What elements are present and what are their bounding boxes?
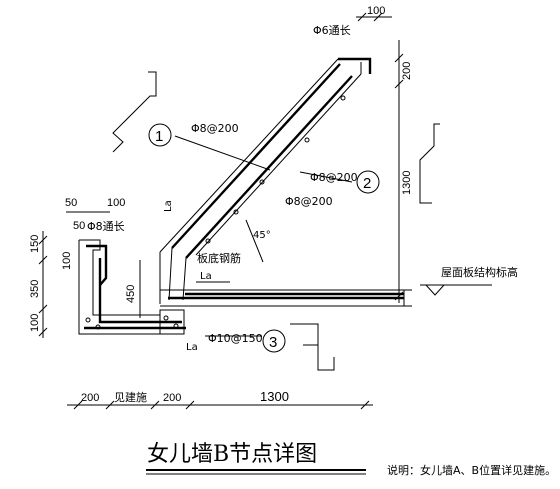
dim-top-height: 200 [401,62,413,80]
dim-tick [394,291,404,301]
dim-left-top-c: 50 [73,220,85,232]
section-mark-circle-3 [262,329,286,353]
dim-bottom-200-b: 200 [163,392,181,404]
roof-level-triangle [425,284,445,296]
label-angle: 45° [253,230,271,241]
dim-tick [150,400,160,410]
dist-bar-dot [259,179,265,185]
dim-top-width: 100 [367,5,385,17]
label-slab-dist-bar: Φ8@200 [310,171,358,184]
label-la-3: La [186,342,198,353]
curb-rebar-u [98,258,182,324]
label-top-long-bar: Φ6通长 [313,24,351,37]
drawing-note: 说明：女儿墙A、B位置详见建施。 [387,463,556,477]
curb-bar-dot [173,323,179,329]
dim-tick [357,12,367,22]
label-la-1: La [163,200,174,212]
dim-left-top-b: 100 [107,197,125,209]
parapet-top-cap [338,57,372,74]
dist-bar-dot [233,209,239,215]
dim-left-top-a: 50 [65,197,77,209]
dim-left-350: 350 [29,280,41,298]
dim-tick [373,12,383,22]
dim-tick [105,400,115,410]
dim-tick [38,235,48,245]
dim-curb-450: 450 [125,285,137,303]
drawing-title: 女儿墙B节点详图 [147,442,317,467]
curb-outline [78,239,161,335]
section-mark-3: 3 [269,334,277,351]
dim-tick [38,255,48,265]
dist-bar-dot [304,137,310,143]
section-sketch-1 [112,71,157,153]
sloped-wall-outer [159,58,339,253]
label-roof-level: 屋面板结构标高 [441,265,518,279]
sloped-rebar-lower [185,75,353,259]
section-sketch-3 [290,323,335,371]
dim-left-150: 150 [29,235,41,253]
label-inner-dist-bar: Φ8@200 [285,195,333,208]
dist-bar-dot [340,95,346,101]
dim-bottom-200-a: 200 [81,392,99,404]
label-slab-main-bar: Φ8@200 [191,122,239,135]
section-mark-circle-1 [148,123,172,147]
dim-tick [360,400,370,410]
section-mark-2: 2 [363,175,371,192]
leader-2 [299,171,353,183]
dim-left-100-bottom: 100 [29,314,41,332]
label-la-2: La [200,271,212,282]
dim-tick [38,327,48,337]
dim-tick [185,400,195,410]
label-curb-long-bar: Φ8通长 [87,220,125,233]
dim-tick [73,400,83,410]
rebar-ext-1 [182,257,187,301]
dim-tick [394,53,404,63]
label-bottom-bar: Φ10@150 [208,332,263,345]
rebar-ext-2 [168,247,173,301]
dim-left-100-inner: 100 [61,252,73,270]
curb-rebar-hook [86,244,108,286]
dim-bottom-ref: 见建施 [114,390,147,404]
curb-beam [159,309,185,335]
dim-tick [394,79,404,89]
curb-bar-dot [163,315,169,321]
section-sketch-2 [419,123,440,204]
section-mark-circle-2 [356,170,380,194]
sloped-rebar-upper [171,63,341,249]
leader-1 [174,135,271,171]
curb-bar-dot [95,324,101,330]
dist-bar-dot [205,238,211,244]
curb-bar-dot [85,317,91,323]
dim-bottom-1300: 1300 [260,389,289,404]
label-slab-bottom-bar: 板底钢筋 [197,251,241,265]
section-mark-1: 1 [155,128,163,145]
dim-right-height: 1300 [401,171,413,195]
sloped-wall-inner [195,73,362,256]
leader-angle [245,219,264,263]
dim-tick [38,304,48,314]
